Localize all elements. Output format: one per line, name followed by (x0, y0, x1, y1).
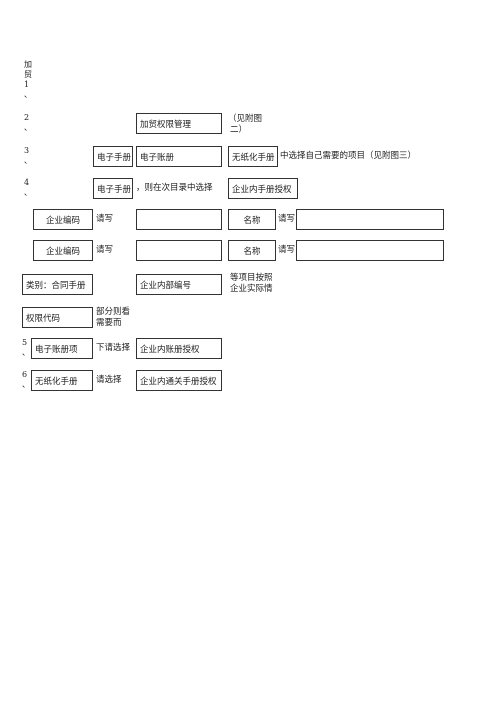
step4-number: 4 、 (24, 178, 34, 198)
step-sep: 、 (24, 188, 32, 197)
paperless-manual-box-2[interactable]: 无纸化手册 (31, 370, 93, 391)
step-sep: 、 (22, 380, 30, 389)
company-code-label-1: 企业编码 (33, 209, 93, 230)
step6-mid-text: 请选择 (96, 375, 122, 385)
internal-ledger-auth-box[interactable]: 企业内账册授权 (136, 338, 222, 359)
intro-char: 加 (24, 60, 32, 69)
step-num: 2 (24, 113, 30, 122)
step5-mid-text: 下请选择 (96, 343, 131, 353)
step3-note: 中选择自己需要的项目（见附图三） (280, 151, 417, 161)
category-note-line1: 等项目按照 (230, 273, 273, 283)
category-contract-manual-box[interactable]: 类别：合同手册 (22, 274, 93, 295)
electronic-ledger-item-box[interactable]: 电子账册项 (31, 338, 93, 359)
step3-number: 3 、 (24, 146, 34, 166)
intro-text: 加 贸 1 、 (24, 60, 34, 100)
name-label-1: 名称 (228, 209, 276, 230)
company-code-hint-2: 请写 (96, 245, 114, 255)
company-code-input-1[interactable] (136, 209, 222, 230)
step5-number: 5 、 (22, 338, 32, 358)
electronic-ledger-box[interactable]: 电子账册 (136, 146, 222, 167)
name-hint-2: 请写 (278, 245, 296, 255)
electronic-manual-box[interactable]: 电子手册 (93, 146, 133, 167)
intro-char: 1 (24, 80, 30, 89)
step2-note-line1: （见附图 (228, 114, 263, 124)
step2-number: 2 、 (24, 113, 34, 133)
step-num: 4 (24, 178, 30, 187)
electronic-manual-box-2[interactable]: 电子手册 (93, 178, 133, 199)
paperless-manual-box[interactable]: 无纸化手册 (228, 146, 278, 167)
company-code-hint-1: 请写 (96, 214, 114, 224)
internal-number-box[interactable]: 企业内部编号 (136, 274, 222, 295)
step2-note-line2: 二） (230, 125, 248, 135)
intro-char: 、 (24, 90, 32, 99)
step-sep: 、 (24, 156, 32, 165)
permission-code-box[interactable]: 权限代码 (22, 307, 93, 328)
name-input-2[interactable] (296, 240, 444, 261)
internal-manual-auth-box[interactable]: 企业内手册授权 (228, 178, 298, 199)
internal-customs-manual-auth-box[interactable]: 企业内通关手册授权 (136, 370, 222, 391)
step-num: 6 (22, 370, 28, 379)
name-label-2: 名称 (228, 240, 276, 261)
permission-note-line1: 部分则看 (96, 307, 131, 317)
step-sep: 、 (22, 348, 30, 357)
step-sep: 、 (24, 123, 32, 132)
trade-permission-box[interactable]: 加贸权限管理 (136, 113, 222, 134)
name-input-1[interactable] (296, 209, 444, 230)
company-code-label-2: 企业编码 (33, 240, 93, 261)
step6-number: 6 、 (22, 370, 32, 390)
step-num: 5 (22, 338, 28, 347)
intro-char: 贸 (24, 70, 32, 79)
step-num: 3 (24, 146, 30, 155)
name-hint-1: 请写 (278, 214, 296, 224)
company-code-input-2[interactable] (136, 240, 222, 261)
permission-note-line2: 需要而 (96, 318, 122, 328)
step4-mid-text: ，则在次目录中选择 (136, 183, 213, 193)
category-note-line2: 企业实际情 (230, 284, 273, 294)
